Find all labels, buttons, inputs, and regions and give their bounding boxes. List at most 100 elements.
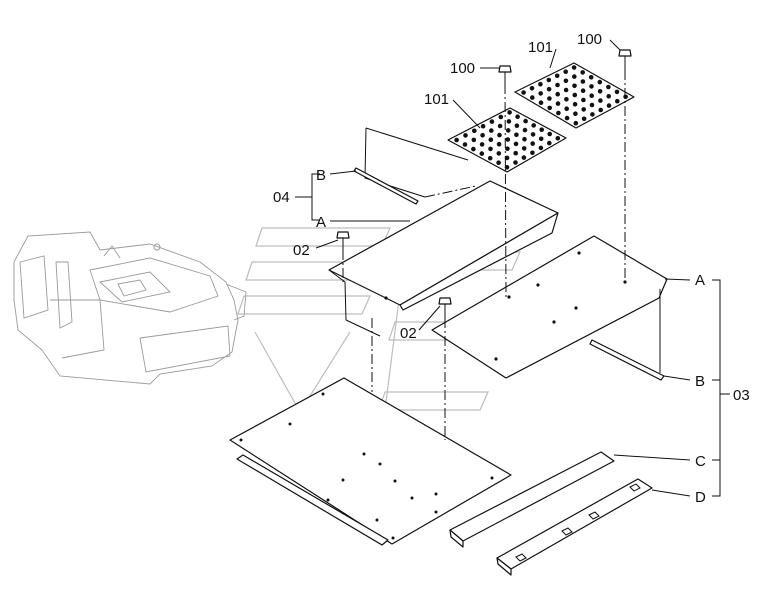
mat-hole (614, 89, 620, 95)
mat-hole (454, 137, 459, 143)
mat-hole (489, 119, 495, 124)
mat-hole (581, 107, 586, 112)
mat-hole (589, 102, 595, 108)
mat-hole (588, 75, 594, 80)
lower-frame-plate (229, 377, 512, 546)
mat-hole (515, 114, 520, 119)
mat-hole (572, 102, 578, 107)
label-ref-c: C (695, 453, 706, 470)
mat-hole (462, 142, 468, 147)
strip-b-lower (589, 339, 665, 381)
mat-hole (571, 65, 577, 70)
mat-hole (606, 84, 611, 90)
mat-hole (547, 131, 552, 137)
step-mat-101-right (514, 62, 635, 129)
mat-hole (514, 123, 520, 128)
mat-hole (487, 155, 493, 161)
bolt-100-left-icon (498, 65, 512, 84)
label-101-right: 101 (528, 39, 553, 56)
mat-hole (598, 107, 603, 113)
mat-hole (539, 127, 544, 132)
mat-hole (597, 79, 603, 85)
label-ref-d: D (695, 489, 706, 506)
mat-hole (555, 136, 561, 141)
mat-hole (538, 145, 544, 151)
mat-hole (504, 155, 510, 161)
step-cover-04 (328, 127, 559, 337)
mat-hole (563, 87, 569, 93)
mat-hole (572, 92, 578, 98)
floor-plate-03 (431, 235, 668, 379)
mat-hole (572, 74, 577, 79)
mat-hole (589, 93, 594, 98)
mat-hole (573, 111, 578, 116)
mat-hole (530, 141, 535, 146)
strip-b-upper (353, 167, 419, 205)
mat-hole (555, 82, 560, 88)
mat-hole (564, 115, 570, 121)
mat-hole (521, 155, 527, 160)
mat-hole (590, 112, 595, 117)
mat-hole (580, 79, 586, 84)
mat-hole (573, 120, 579, 126)
mat-hole (488, 146, 493, 152)
mat-hole (530, 150, 535, 156)
mat-hole (530, 132, 536, 137)
mat-hole (498, 114, 504, 120)
mat-hole (615, 98, 620, 104)
label-100-top-right: 100 (577, 31, 602, 48)
mat-hole (598, 98, 603, 103)
mat-hole (581, 116, 587, 122)
support-bar-c (449, 451, 615, 548)
label-ref-b-right: B (695, 373, 705, 390)
mat-hole (538, 81, 543, 87)
assembly-centerlines (342, 70, 626, 440)
mat-hole (554, 73, 560, 79)
mat-hole (506, 119, 512, 124)
mat-hole (521, 146, 527, 151)
leader-lines (295, 39, 730, 497)
step-mat-101-left (447, 107, 567, 173)
mat-hole (564, 97, 569, 102)
mat-hole (563, 69, 568, 74)
mat-hole (471, 146, 476, 152)
mat-hole (497, 123, 503, 129)
mat-hole (580, 70, 585, 75)
mat-hole (497, 132, 502, 138)
mat-hole (606, 94, 611, 99)
label-ref-a-right: A (695, 272, 705, 289)
label-02-lower: 02 (400, 325, 417, 342)
mat-hole (513, 150, 518, 156)
mat-hole (521, 90, 526, 95)
mat-hole (531, 123, 536, 128)
mat-hole (546, 86, 552, 92)
bolt-100-right-icon (618, 49, 632, 70)
mat-hole (496, 151, 502, 156)
mat-hole (547, 140, 552, 146)
mat-hole (513, 160, 518, 165)
label-ref-b-left: B (316, 167, 326, 184)
mat-hole (504, 165, 510, 170)
mat-hole (555, 91, 560, 97)
excavator-silhouette (13, 231, 247, 385)
mat-hole (480, 123, 486, 129)
bolt-02-upper-icon (336, 231, 350, 250)
label-101-left: 101 (424, 91, 449, 108)
mat-hole (514, 132, 519, 138)
mat-hole (522, 136, 527, 142)
mat-hole (479, 151, 485, 156)
label-03: 03 (733, 387, 750, 404)
mat-hole (547, 105, 552, 111)
mat-hole (606, 103, 612, 108)
label-02-upper: 02 (293, 242, 310, 259)
mat-hole (480, 133, 485, 138)
label-ref-a-left: A (316, 214, 326, 231)
mat-hole (472, 128, 477, 134)
bolt-02-lower-icon (438, 297, 452, 318)
mat-hole (488, 137, 494, 142)
mat-hole (496, 160, 501, 165)
mat-hole (523, 118, 528, 124)
mat-hole (547, 96, 552, 101)
mat-hole (546, 77, 552, 83)
